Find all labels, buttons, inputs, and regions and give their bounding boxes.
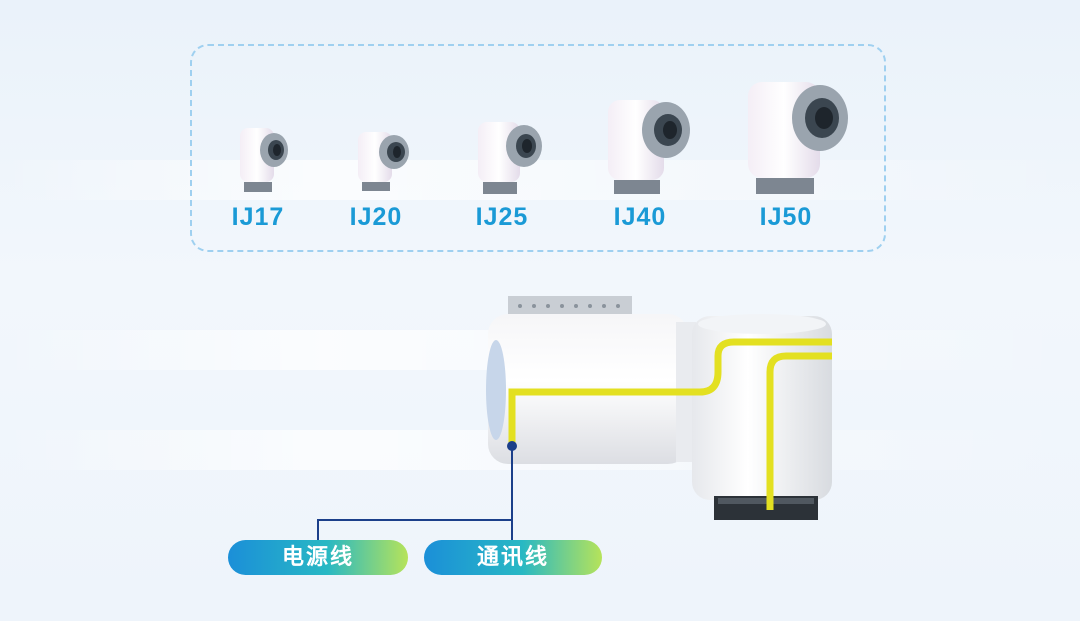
model-label-ij20: IJ20 xyxy=(349,203,403,231)
joint-ij20-image xyxy=(358,132,409,191)
joint-ij40-image xyxy=(608,100,690,194)
communication-cable-path xyxy=(508,338,832,446)
model-label-ij50: IJ50 xyxy=(759,203,813,231)
joint-ij17-image xyxy=(240,128,288,192)
power-leader-line xyxy=(317,446,513,541)
model-label-ij17: IJ17 xyxy=(231,203,285,231)
top-flange xyxy=(508,296,632,316)
joint-ij25-image xyxy=(478,122,542,194)
model-label-ij40: IJ40 xyxy=(613,203,667,231)
product-lineup-frame xyxy=(190,44,886,252)
vertical-housing xyxy=(692,316,832,500)
power-cable-path xyxy=(766,352,832,510)
joint-ij50-image xyxy=(748,82,848,194)
model-label-ij25: IJ25 xyxy=(475,203,529,231)
power-cable-label: 电源线 xyxy=(228,540,408,575)
communication-cable-label: 通讯线 xyxy=(424,540,602,575)
